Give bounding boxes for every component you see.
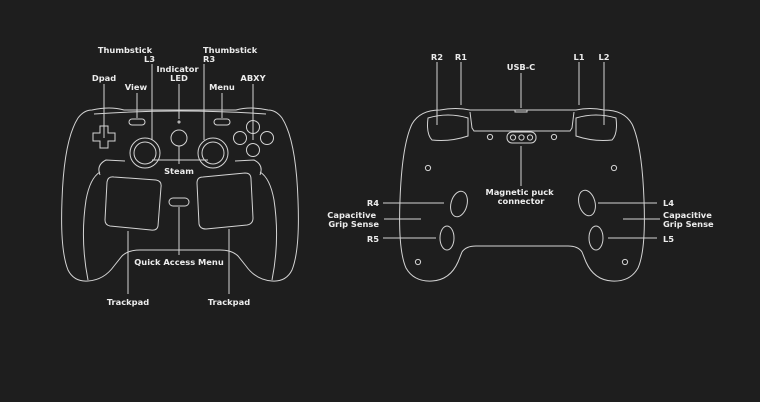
screw-hole [414,258,422,266]
label-capacitive-grip-right: Capacitive Grip Sense [327,210,379,229]
label-l2: L2 [598,52,609,62]
magnetic-puck-connector [506,131,537,144]
dpad-icon [92,125,116,149]
front-body-outline [61,107,299,282]
label-r5: R5 [367,234,379,244]
back-body-outline [399,108,645,282]
puck-pin [526,134,534,141]
l5-button[interactable] [588,225,604,251]
button-a[interactable] [246,143,260,157]
label-r1: R1 [455,52,467,62]
label-magnetic-puck-connector: Magnetic puck connector [485,187,556,206]
label-abxy: ABXY [240,73,266,83]
label-dpad: Dpad [92,73,116,83]
screw-hole [550,133,558,141]
indicator-led [177,120,181,124]
puck-pin [518,134,525,141]
right-trackpad[interactable] [196,172,254,230]
front-grip-inner [82,159,278,281]
label-r4: R4 [367,198,379,208]
label-trackpad-left: Trackpad [107,297,149,307]
label-trackpad-right: Trackpad [208,297,250,307]
label-l1: L1 [573,52,584,62]
front-top-edge [93,110,267,115]
r4-button[interactable] [448,189,470,218]
usb-c-port [514,109,528,113]
screw-hole [424,164,432,172]
label-indicator-led: Indicator LED [157,64,202,83]
label-steam: Steam [164,166,194,176]
left-trigger-l2[interactable] [575,114,617,141]
back-top-bar [469,111,575,132]
view-button[interactable] [128,118,146,126]
right-thumbstick[interactable] [201,141,225,165]
r5-button[interactable] [439,225,455,251]
quick-access-menu-button[interactable] [168,197,190,207]
label-capacitive-grip-left: Capacitive Grip Sense [663,210,715,229]
label-r2: R2 [431,52,443,62]
l4-button[interactable] [576,188,598,217]
label-l5: L5 [663,234,674,244]
button-x[interactable] [233,131,247,145]
front-controller: Thumbstick L3 Dpad View Indicator LED Me… [61,45,299,307]
menu-button[interactable] [213,118,231,126]
label-thumbstick-l3: Thumbstick L3 [98,45,155,64]
label-l4: L4 [663,198,674,208]
screw-hole [486,133,494,141]
screw-hole [610,164,618,172]
left-thumbstick[interactable] [133,141,157,165]
left-thumbstick-ring[interactable] [129,137,161,169]
label-thumbstick-r3: Thumbstick R3 [203,45,260,64]
steam-button[interactable] [170,129,188,147]
puck-pin [509,134,517,141]
screw-hole [621,258,629,266]
label-view: View [125,82,148,92]
left-trackpad[interactable] [104,176,162,231]
button-b[interactable] [260,131,274,145]
back-controller: R2 R1 USB-C L1 L2 Magnetic puck connecto… [327,52,715,282]
right-thumbstick-ring[interactable] [197,137,229,169]
label-menu: Menu [209,82,235,92]
label-quick-access-menu: Quick Access Menu [134,257,224,267]
label-usb-c: USB-C [507,62,536,72]
right-trigger-r2[interactable] [427,114,469,141]
